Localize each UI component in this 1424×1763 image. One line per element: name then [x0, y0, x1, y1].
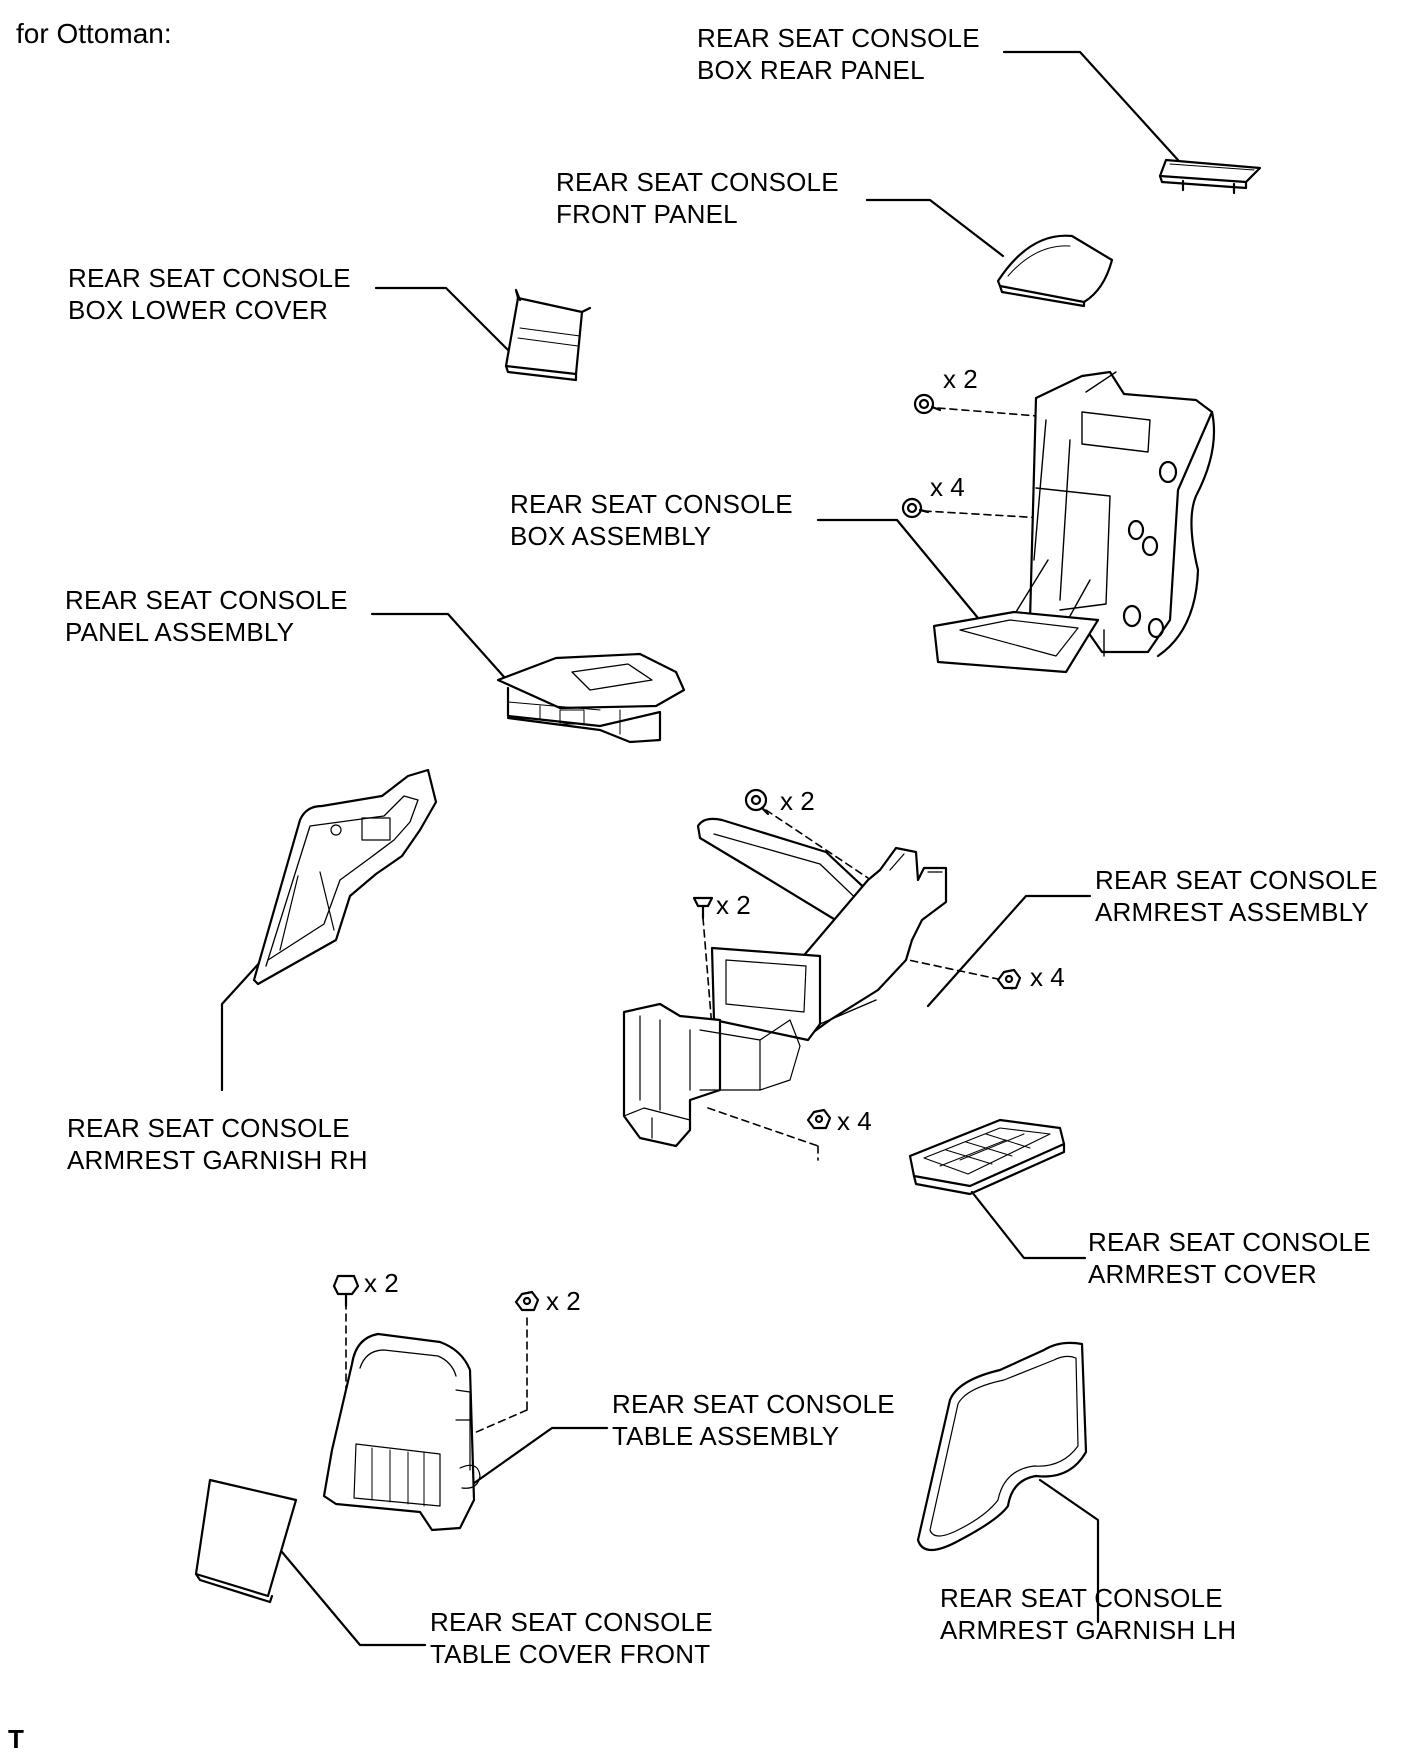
label-line: REAR SEAT CONSOLE [510, 489, 793, 519]
bolt-icon [913, 393, 942, 415]
label-line: BOX ASSEMBLY [510, 521, 712, 551]
label-line: REAR SEAT CONSOLE [556, 167, 839, 197]
qty-armrest-screw: x 2 [716, 890, 751, 920]
label-line: BOX REAR PANEL [697, 55, 925, 85]
label-line: FRONT PANEL [556, 199, 738, 229]
qty-armrest-nut-bottom: x 4 [837, 1106, 872, 1136]
qty-armrest-nut-right: x 4 [1030, 962, 1065, 992]
nut-icon [806, 1108, 832, 1130]
label-front-panel: REAR SEAT CONSOLE FRONT PANEL [556, 166, 839, 230]
label-box-rear-panel: REAR SEAT CONSOLE BOX REAR PANEL [697, 22, 980, 86]
qty-box-bolt: x 2 [943, 364, 978, 394]
bolt-icon [744, 788, 770, 816]
label-line: ARMREST GARNISH LH [940, 1615, 1237, 1645]
front-panel-icon [996, 234, 1114, 308]
label-line: REAR SEAT CONSOLE [430, 1607, 713, 1637]
box-rear-panel-icon [1158, 158, 1262, 195]
label-lower-cover: REAR SEAT CONSOLE BOX LOWER COVER [68, 262, 351, 326]
label-line: ARMREST COVER [1088, 1259, 1317, 1289]
label-table-cover: REAR SEAT CONSOLE TABLE COVER FRONT [430, 1606, 713, 1670]
qty-table-nut: x 2 [546, 1286, 581, 1316]
label-line: REAR SEAT CONSOLE [612, 1389, 895, 1419]
armrest-cover-icon [908, 1118, 1066, 1196]
label-box-assembly: REAR SEAT CONSOLE BOX ASSEMBLY [510, 488, 793, 552]
bolt-icon [332, 1274, 360, 1308]
garnish-lh-icon [916, 1341, 1088, 1552]
label-line: REAR SEAT CONSOLE [1095, 865, 1378, 895]
label-line: PANEL ASSEMBLY [65, 617, 295, 647]
label-line: ARMREST GARNISH RH [67, 1145, 368, 1175]
qty-table-bolt: x 2 [364, 1268, 399, 1298]
qty-box-clip: x 4 [930, 472, 965, 502]
label-armrest-cover: REAR SEAT CONSOLE ARMREST COVER [1088, 1226, 1371, 1290]
label-line: TABLE ASSEMBLY [612, 1421, 840, 1451]
label-garnish-lh: REAR SEAT CONSOLE ARMREST GARNISH LH [940, 1582, 1236, 1646]
label-panel-assembly: REAR SEAT CONSOLE PANEL ASSEMBLY [65, 584, 348, 648]
armrest-assembly-icon [622, 817, 948, 1148]
box-assembly-icon [932, 370, 1216, 674]
label-table-assembly: REAR SEAT CONSOLE TABLE ASSEMBLY [612, 1388, 895, 1452]
label-line: REAR SEAT CONSOLE [67, 1113, 350, 1143]
leader-lines [220, 50, 1180, 1647]
screw-icon [692, 896, 714, 920]
label-line: REAR SEAT CONSOLE [697, 23, 980, 53]
fastener-icons [332, 393, 1022, 1312]
clip-icon [901, 497, 930, 519]
label-line: REAR SEAT CONSOLE [68, 263, 351, 293]
nut-icon [514, 1290, 540, 1312]
label-line: BOX LOWER COVER [68, 295, 329, 325]
lower-cover-icon [504, 288, 592, 382]
label-line: REAR SEAT CONSOLE [940, 1583, 1223, 1613]
label-line: ARMREST ASSEMBLY [1095, 897, 1369, 927]
corner-code: T [8, 1724, 24, 1754]
nut-icon [996, 968, 1022, 990]
table-cover-icon [194, 1478, 298, 1604]
label-line: TABLE COVER FRONT [430, 1639, 711, 1669]
panel-assembly-icon [496, 652, 686, 744]
label-garnish-rh: REAR SEAT CONSOLE ARMREST GARNISH RH [67, 1112, 368, 1176]
label-line: REAR SEAT CONSOLE [1088, 1227, 1371, 1257]
page-heading: for Ottoman: [16, 18, 172, 49]
qty-armrest-bolt-top: x 2 [780, 786, 815, 816]
table-assembly-icon [322, 1332, 481, 1532]
garnish-rh-icon [252, 768, 438, 986]
label-armrest-assembly: REAR SEAT CONSOLE ARMREST ASSEMBLY [1095, 864, 1378, 928]
label-line: REAR SEAT CONSOLE [65, 585, 348, 615]
fastener-dashed-lines [345, 407, 1113, 1481]
